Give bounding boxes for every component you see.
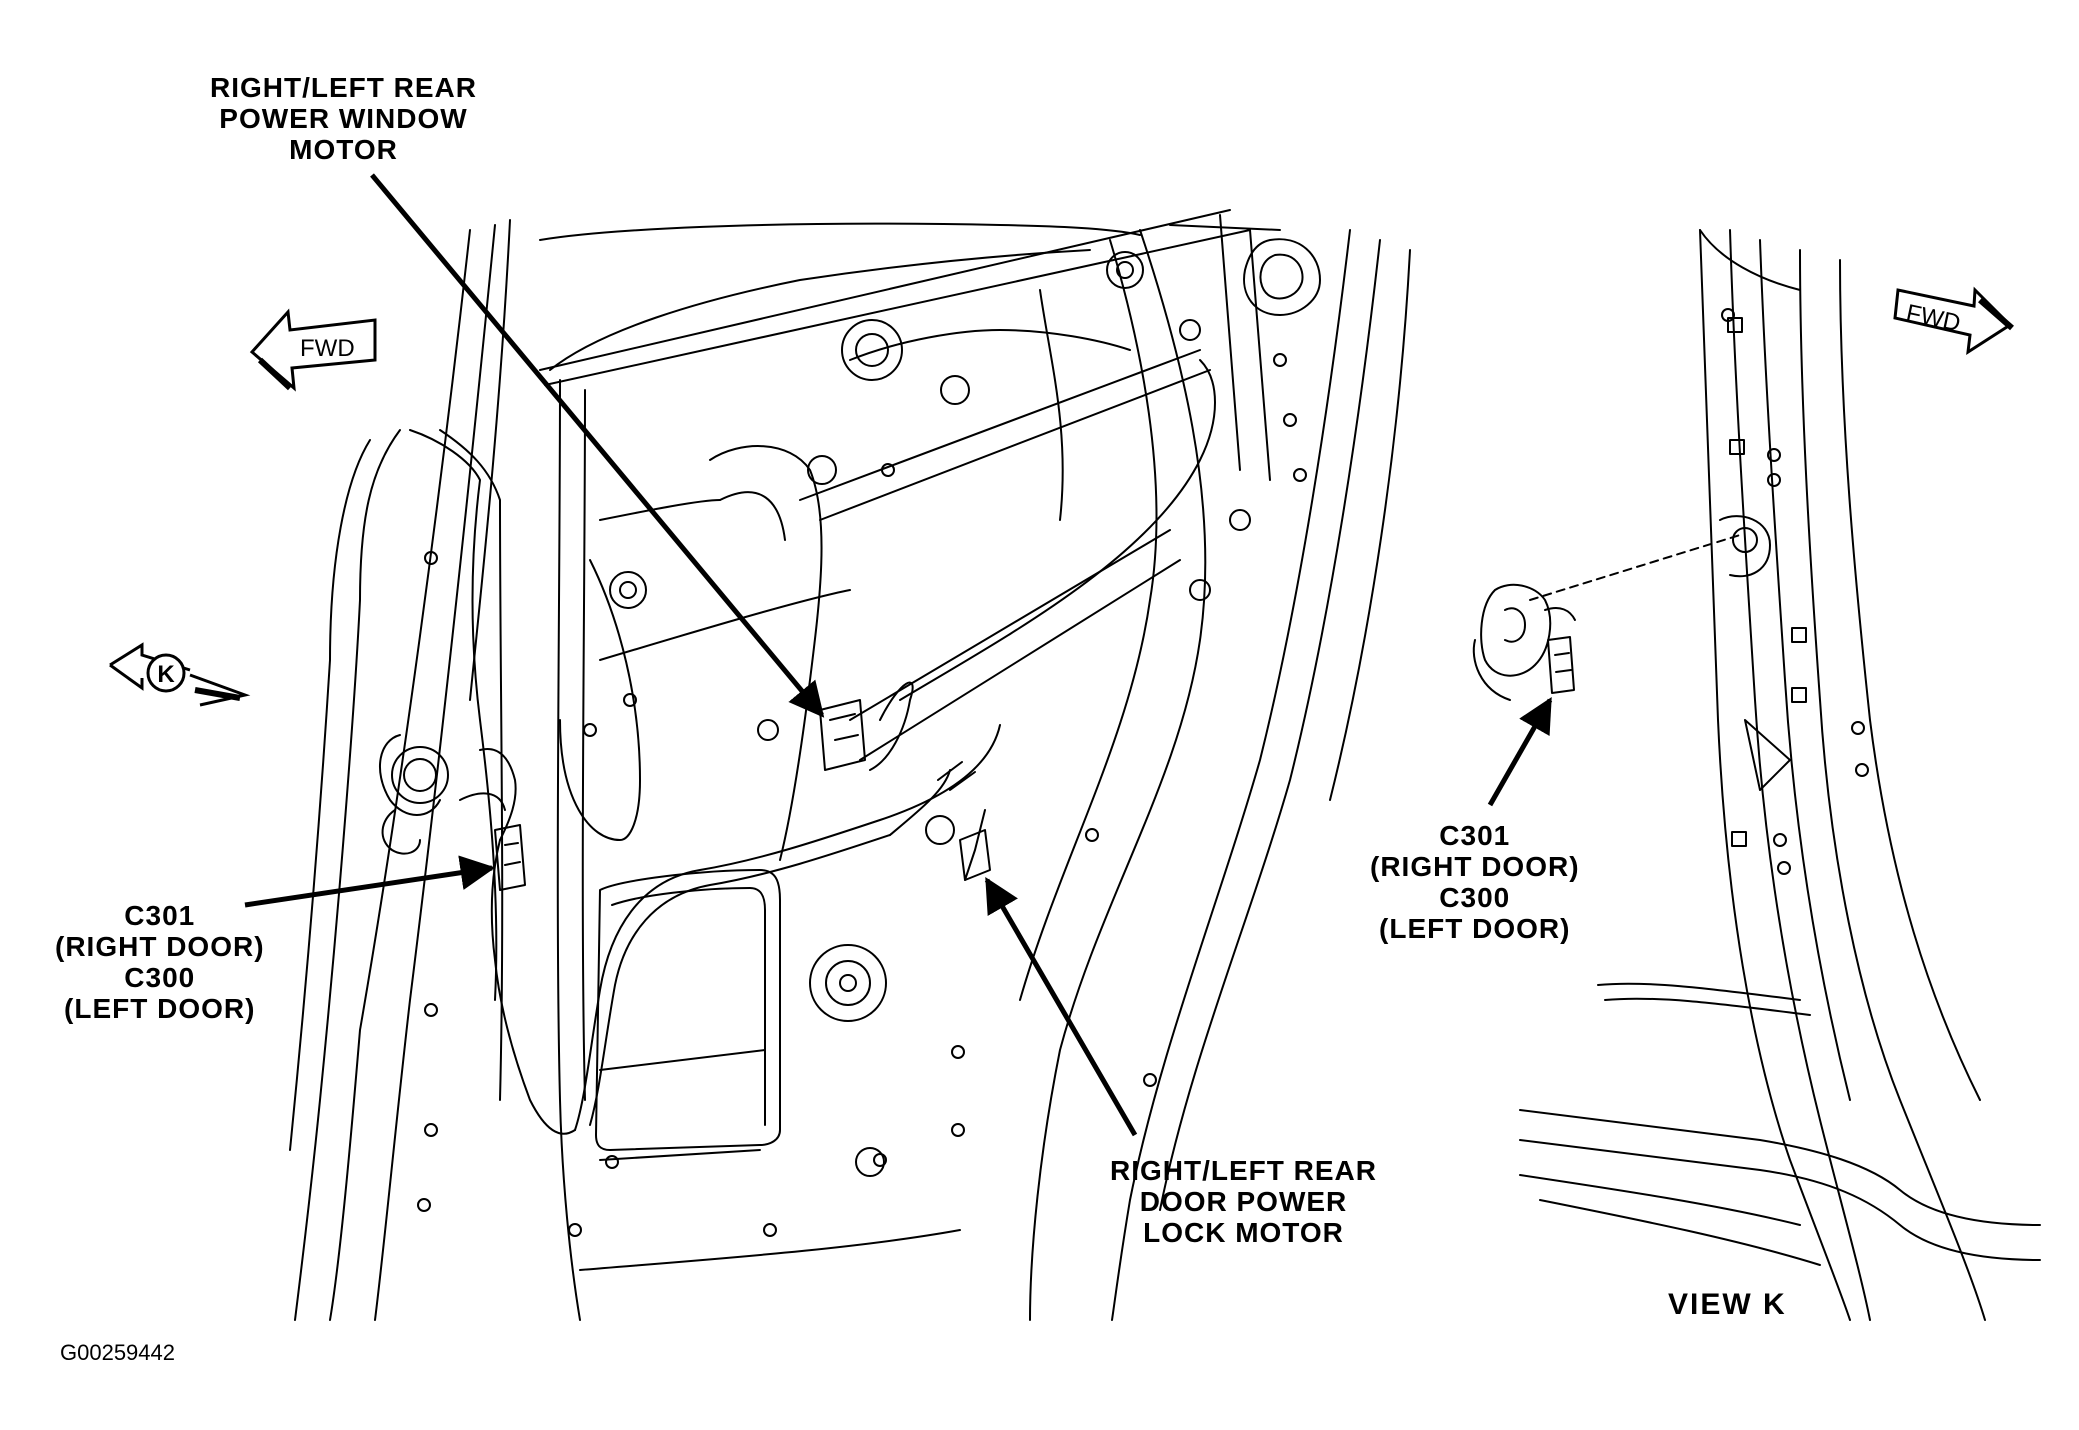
- window-regulator: [559, 251, 1307, 861]
- lock-motor-connector: [959, 829, 991, 881]
- figure-id: G00259442: [60, 1340, 175, 1365]
- wiring-harness: [479, 681, 1001, 1135]
- connector-left-arrow: [244, 855, 496, 908]
- connector-left-label: C301 (RIGHT DOOR) C300 (LEFT DOOR): [55, 900, 265, 1024]
- fwd-left-text: FWD: [300, 335, 355, 362]
- window-motor-connector: [819, 699, 866, 771]
- window-motor-arrow: [370, 173, 825, 718]
- window-motor-label: RIGHT/LEFT REAR POWER WINDOW MOTOR: [210, 72, 477, 165]
- connector-right-label: C301 (RIGHT DOOR) C300 (LEFT DOOR): [1370, 820, 1580, 944]
- view-k-marker: K: [109, 642, 251, 707]
- door-pillar-outline: [289, 219, 511, 1321]
- door-inner-panel: [539, 209, 1411, 1321]
- door-connector-left: [378, 734, 526, 891]
- lower-access-opening: [568, 815, 1157, 1237]
- fwd-arrow-left: FWD: [249, 308, 377, 392]
- lock-motor-arrow: [984, 876, 1138, 1137]
- fwd-arrow-right: FWD: [1893, 286, 2014, 355]
- view-k-pillar: [1472, 229, 2041, 1321]
- view-k-label: VIEW K: [1668, 1288, 1787, 1321]
- lock-motor-label: RIGHT/LEFT REAR DOOR POWER LOCK MOTOR: [1110, 1155, 1377, 1248]
- connector-right-arrow: [1487, 696, 1553, 807]
- view-k-marker-text: K: [157, 661, 175, 688]
